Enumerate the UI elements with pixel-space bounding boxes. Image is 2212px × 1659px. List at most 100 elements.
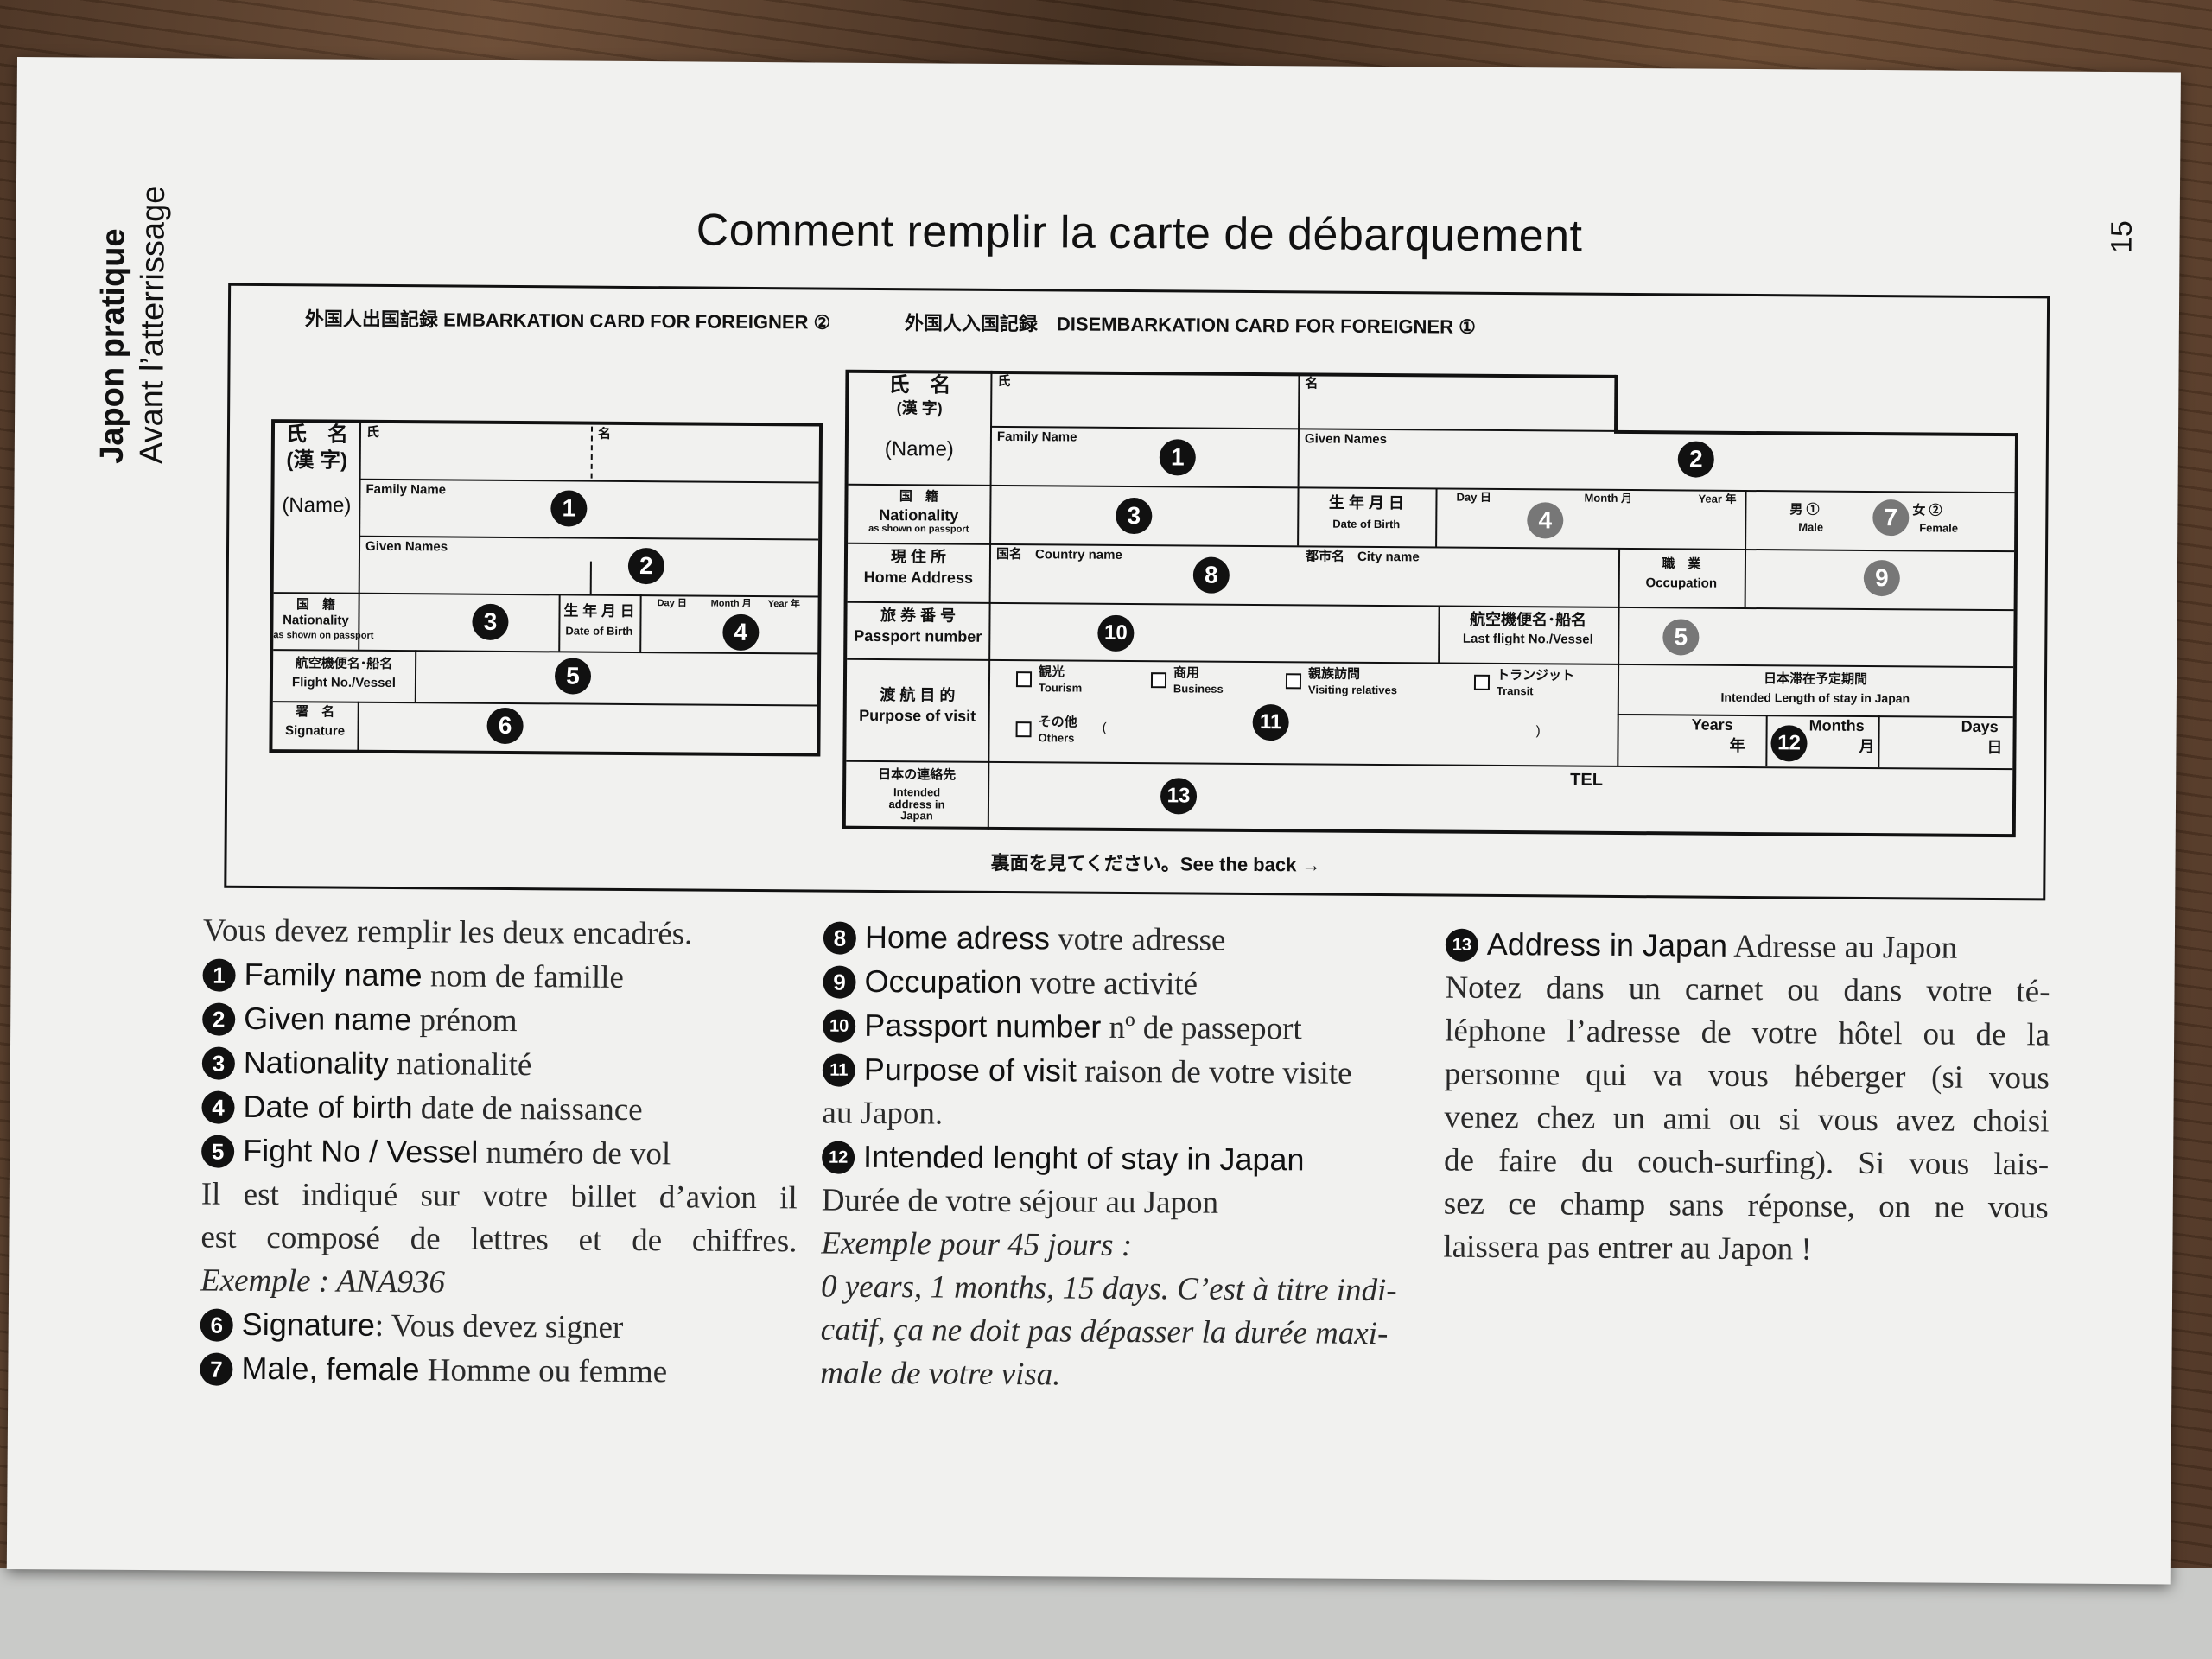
marker-5: 5 bbox=[554, 658, 592, 695]
years-jp: 年 bbox=[1729, 736, 1745, 754]
address-explanation-line: léphone l’adresse de votre hôtel ou de l… bbox=[1445, 1013, 2050, 1053]
dis-day-label: Day 日 bbox=[1456, 490, 1492, 504]
dis-marker-11: 11 bbox=[1252, 704, 1289, 741]
visiting-relatives-checkbox[interactable] bbox=[1285, 673, 1302, 690]
others-checkbox[interactable] bbox=[1015, 721, 1032, 738]
dis-dob-label: Date of Birth bbox=[1332, 517, 1401, 531]
page-title: Comment remplir la carte de débarquement bbox=[696, 205, 1583, 262]
intro-text: Vous devez remplir les deux encadrés. bbox=[202, 912, 693, 952]
address-explanation-line: Notez dans un carnet ou dans votre té- bbox=[1445, 969, 2050, 1010]
business-checkbox[interactable] bbox=[1150, 672, 1167, 689]
transit-jp: トランジット bbox=[1496, 667, 1575, 683]
emb-year-label: Year 年 bbox=[767, 599, 800, 610]
others-paren-open: ( bbox=[1102, 720, 1107, 735]
dis-occupation-jp: 職 業 bbox=[1662, 556, 1701, 572]
address-label: Intended address in Japan bbox=[888, 785, 945, 823]
item-label-fr: nom de famille bbox=[429, 958, 625, 995]
dis-purpose-label: Purpose of visit bbox=[859, 706, 976, 725]
address-explanation-line: sez ce champ sans réponse, on ne vous bbox=[1443, 1185, 2049, 1226]
dis-nationality-label: Nationality bbox=[879, 505, 959, 524]
marker-badge: 7 bbox=[200, 1352, 233, 1386]
subsection-name: Avant l’atterrissage bbox=[133, 185, 172, 465]
address-explanation-line: venez chez un ami ou si vous avez choisi bbox=[1444, 1099, 2050, 1140]
dis-female-label: Female bbox=[1919, 521, 1959, 535]
item-label-en: Purpose of visit bbox=[863, 1051, 1077, 1089]
stay-jp: 日本滞在予定期間 bbox=[1763, 671, 1868, 687]
marker-badge: 10 bbox=[823, 1009, 856, 1043]
dis-marker-5: 5 bbox=[1662, 619, 1700, 656]
marker-badge: 12 bbox=[822, 1141, 855, 1174]
example-line: catif, ça ne doit pas dépasser la durée … bbox=[820, 1312, 1389, 1352]
disembarkation-card: 氏 名 (漢 字) (Name) 氏 名 Family Name Given N… bbox=[842, 369, 2019, 838]
item-label-fr: nº de passeport bbox=[1109, 1009, 1302, 1047]
card-illustration-frame: 外国人出国記録 EMBARKATION CARD FOR FOREIGNER ②… bbox=[224, 283, 2050, 901]
marker-badge: 13 bbox=[1445, 928, 1479, 962]
visiting-jp: 親族訪問 bbox=[1307, 666, 1361, 682]
dis-family-name-label: Family Name bbox=[996, 429, 1077, 445]
emb-month-label: Month 月 bbox=[710, 598, 752, 609]
dis-city-name-label: 都市名 City name bbox=[1305, 549, 1420, 565]
dis-passport-label: Passport number bbox=[854, 626, 982, 645]
dis-home-label: Home Address bbox=[863, 568, 974, 587]
item-label-en: Signature bbox=[241, 1306, 376, 1343]
item-label-en: Home adress bbox=[864, 918, 1051, 957]
dis-month-label: Month 月 bbox=[1584, 491, 1633, 505]
marker-2: 2 bbox=[627, 547, 665, 585]
item-label-fr: Homme ou femme bbox=[427, 1352, 668, 1390]
months-jp: 月 bbox=[1859, 737, 1875, 756]
address-explanation-line: personne qui va vous héberger (si vous bbox=[1444, 1056, 2050, 1096]
tel-label: TEL bbox=[1570, 770, 1604, 790]
marker-4: 4 bbox=[722, 613, 760, 652]
dis-marker-10: 10 bbox=[1097, 614, 1135, 652]
dis-name-en: (Name) bbox=[884, 437, 954, 461]
dis-name-jp: 氏 名 bbox=[888, 373, 951, 397]
transit-checkbox[interactable] bbox=[1473, 674, 1491, 690]
transit-label: Transit bbox=[1496, 683, 1534, 698]
example-line: 0 years, 1 months, 15 days. C’est à titr… bbox=[820, 1268, 1397, 1309]
dis-marker-1: 1 bbox=[1159, 439, 1196, 476]
item-label-fr: votre adresse bbox=[1058, 921, 1226, 958]
marker-1: 1 bbox=[550, 490, 588, 527]
underlying-page bbox=[0, 1568, 2212, 1659]
years-label: Years bbox=[1691, 715, 1733, 734]
dis-occupation-label: Occupation bbox=[1645, 575, 1718, 591]
tourism-checkbox[interactable] bbox=[1015, 671, 1033, 688]
dis-mei-label: 名 bbox=[1305, 376, 1319, 391]
item-label-fr: numéro de vol bbox=[486, 1135, 671, 1173]
item-label-fr: Adresse au Japon bbox=[1733, 928, 1958, 966]
see-the-back-note: 裏面を見てください。See the back → bbox=[990, 851, 1321, 876]
purpose-continued: au Japon. bbox=[822, 1095, 944, 1132]
dis-last-flight-jp: 航空機便名･船名 bbox=[1469, 610, 1587, 629]
business-label: Business bbox=[1173, 682, 1224, 696]
dis-given-names-label: Given Names bbox=[1304, 431, 1388, 448]
side-section-title: Japon pratique Avant l’atterrissage bbox=[92, 101, 190, 465]
dis-dob-jp: 生 年 月 日 bbox=[1328, 493, 1405, 512]
dis-marker-8: 8 bbox=[1192, 556, 1230, 594]
marker-badge: 9 bbox=[823, 965, 856, 999]
address-jp: 日本の連絡先 bbox=[878, 766, 957, 783]
item-label-en: Given name bbox=[244, 1000, 412, 1038]
marker-6: 6 bbox=[486, 707, 524, 745]
dis-shi-label: 氏 bbox=[997, 373, 1011, 390]
item-label-fr: prénom bbox=[419, 1002, 518, 1039]
item-label-en: Address in Japan bbox=[1486, 925, 1728, 963]
dis-female-jp: 女 ② bbox=[1912, 503, 1942, 518]
months-label: Months bbox=[1808, 716, 1865, 734]
emb-signature-label: Signature bbox=[284, 723, 346, 739]
emb-nationality-jp: 国 籍 bbox=[296, 597, 336, 613]
dis-passport-jp: 旅 券 番 号 bbox=[880, 606, 957, 625]
section-name: Japon pratique bbox=[93, 228, 132, 464]
emb-dob-label: Date of Birth bbox=[565, 624, 633, 638]
item-label-fr: nationalité bbox=[397, 1046, 532, 1084]
marker-badge: 5 bbox=[201, 1135, 235, 1168]
emb-family-name-label: Family Name bbox=[365, 481, 447, 498]
